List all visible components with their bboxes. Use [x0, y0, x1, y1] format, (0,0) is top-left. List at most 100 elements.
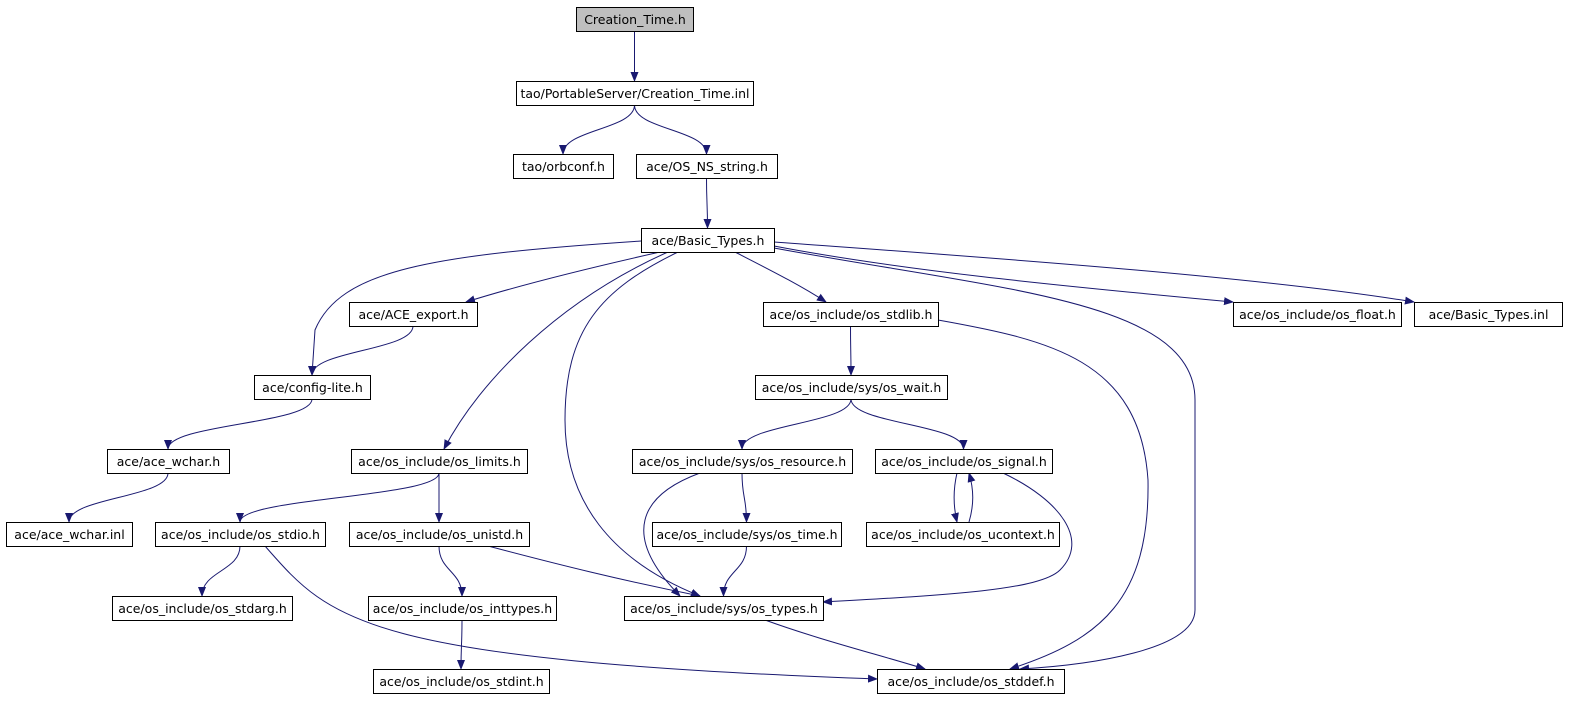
edge-ace_export-to-config_lite: [308, 325, 414, 376]
edge-os_limits-to-os_stdio: [236, 472, 440, 523]
edge-os_ucontext-to-os_signal: [967, 472, 976, 523]
edge-os_resource-to-os_types: [643, 472, 701, 597]
node-ace-wchar-inl[interactable]: ace/ace_wchar.inl: [6, 522, 133, 547]
node-label: ace/os_include/sys/os_time.h: [657, 527, 838, 542]
node-label: ace/ace_wchar.h: [117, 454, 220, 469]
node-os-ucontext[interactable]: ace/os_include/os_ucontext.h: [866, 522, 1060, 547]
edge-os_ns_string-to-basic_types: [703, 177, 712, 229]
node-os-signal[interactable]: ace/os_include/os_signal.h: [875, 449, 1053, 474]
node-basic-types-inl[interactable]: ace/Basic_Types.inl: [1414, 302, 1563, 327]
node-label: ace/os_include/os_stdio.h: [161, 527, 320, 542]
node-label: ace/os_include/os_ucontext.h: [871, 527, 1055, 542]
node-label: ace/os_include/sys/os_resource.h: [639, 454, 846, 469]
edge-os_stdlib-to-os_stddef: [937, 319, 1149, 671]
node-box: [755, 375, 948, 400]
node-label: tao/orbconf.h: [522, 159, 605, 174]
node-os-stdio[interactable]: ace/os_include/os_stdio.h: [155, 522, 326, 547]
node-box: [516, 81, 754, 106]
node-box: [349, 302, 478, 327]
edge-os_stdlib-to-os_wait: [846, 325, 855, 376]
edge-os_stdio-to-os_stddef: [264, 545, 878, 683]
edge-os_wait-to-os_resource: [738, 398, 852, 450]
edge-os_types-to-os_stddef: [764, 619, 926, 671]
node-box: [875, 449, 1053, 474]
edge-basic_types-to-os_stddef: [773, 247, 1196, 673]
edge-creation_time_inl-to-os_ns_string: [634, 104, 711, 155]
edges: [65, 31, 1415, 683]
node-box: [641, 228, 775, 253]
node-label: ace/os_include/os_stddef.h: [887, 674, 1054, 689]
node-os-stddef[interactable]: ace/os_include/os_stddef.h: [877, 669, 1065, 694]
node-box: [632, 449, 853, 474]
node-label: ace/OS_NS_string.h: [646, 159, 768, 174]
edge-basic_types-to-os_float: [773, 245, 1234, 306]
node-os-inttypes[interactable]: ace/os_include/os_inttypes.h: [368, 596, 557, 621]
node-label: ace/Basic_Types.h: [652, 233, 765, 248]
node-creation-time-h[interactable]: Creation_Time.h: [576, 7, 694, 32]
node-label: ace/config-lite.h: [262, 380, 363, 395]
edge-config_lite-to-ace_wchar: [164, 398, 313, 450]
edge-os_resource-to-os_time: [741, 472, 751, 523]
node-os-stdarg[interactable]: ace/os_include/os_stdarg.h: [112, 596, 293, 621]
node-os-time[interactable]: ace/os_include/sys/os_time.h: [652, 522, 842, 547]
node-os-unistd[interactable]: ace/os_include/os_unistd.h: [349, 522, 530, 547]
edge-basic_types-to-ace_export: [465, 251, 661, 304]
node-os-stdlib[interactable]: ace/os_include/os_stdlib.h: [763, 302, 939, 327]
node-os-ns-string[interactable]: ace/OS_NS_string.h: [636, 154, 778, 179]
node-box: [877, 669, 1065, 694]
edge-os_inttypes-to-os_stdint: [457, 619, 466, 670]
node-box: [349, 522, 530, 547]
edge-os_wait-to-os_signal: [850, 398, 968, 450]
node-box: [112, 596, 293, 621]
node-label: ace/os_include/os_stdint.h: [379, 674, 543, 689]
node-box: [1414, 302, 1563, 327]
edge-basic_types-to-config_lite: [308, 240, 642, 376]
node-os-types[interactable]: ace/os_include/sys/os_types.h: [624, 596, 824, 621]
edge-ace_wchar-to-ace_wchar_inl: [65, 472, 169, 523]
nodes: Creation_Time.h tao/PortableServer/Creati…: [6, 7, 1563, 694]
node-label: ace/os_include/sys/os_types.h: [630, 601, 818, 616]
node-os-stdint[interactable]: ace/os_include/os_stdint.h: [373, 669, 550, 694]
node-box: [6, 522, 133, 547]
edge-basic_types-to-os_stdlib: [734, 251, 827, 303]
node-config-lite[interactable]: ace/config-lite.h: [254, 375, 371, 400]
node-os-float[interactable]: ace/os_include/os_float.h: [1233, 302, 1402, 327]
node-box: [866, 522, 1060, 547]
edge-basic_types-to-os_types: [564, 251, 701, 597]
edge-os_unistd-to-os_types: [487, 545, 701, 599]
node-box: [636, 154, 778, 179]
edge-os_signal-to-os_types: [822, 472, 1073, 606]
edge-os_unistd-to-os_inttypes: [438, 545, 466, 597]
node-label: ace/os_include/os_stdlib.h: [770, 307, 933, 322]
node-box: [254, 375, 371, 400]
node-label: ace/os_include/os_inttypes.h: [373, 601, 552, 616]
node-label: ace/os_include/os_unistd.h: [356, 527, 523, 542]
node-label: ace/os_include/os_float.h: [1239, 307, 1396, 322]
node-orbconf[interactable]: tao/orbconf.h: [513, 154, 614, 179]
node-os-limits[interactable]: ace/os_include/os_limits.h: [351, 449, 528, 474]
edge-creation_time_inl-to-orbconf: [559, 104, 635, 155]
node-box: [1233, 302, 1402, 327]
edge-os_time-to-os_types: [719, 545, 747, 597]
node-box: [155, 522, 326, 547]
node-ace-wchar[interactable]: ace/ace_wchar.h: [107, 449, 230, 474]
node-box: [576, 7, 694, 32]
node-box: [513, 154, 614, 179]
node-creation-time-inl[interactable]: tao/PortableServer/Creation_Time.inl: [516, 81, 754, 106]
edge-os_signal-to-os_ucontext: [951, 472, 959, 523]
node-basic-types[interactable]: ace/Basic_Types.h: [641, 228, 775, 253]
node-os-wait[interactable]: ace/os_include/sys/os_wait.h: [755, 375, 948, 400]
node-label: ace/os_include/os_stdarg.h: [118, 601, 287, 616]
node-box: [373, 669, 550, 694]
node-label: Creation_Time.h: [584, 12, 686, 27]
node-os-resource[interactable]: ace/os_include/sys/os_resource.h: [632, 449, 853, 474]
node-label: ace/os_include/os_limits.h: [358, 454, 521, 469]
node-label: ace/os_include/os_signal.h: [881, 454, 1047, 469]
node-box: [624, 596, 824, 621]
edge-basic_types-to-os_limits: [443, 251, 669, 450]
node-label: ace/ace_wchar.inl: [14, 527, 124, 542]
node-box: [652, 522, 842, 547]
edge-os_stdio-to-os_stdarg: [198, 545, 241, 597]
node-ace-export[interactable]: ace/ACE_export.h: [349, 302, 478, 327]
